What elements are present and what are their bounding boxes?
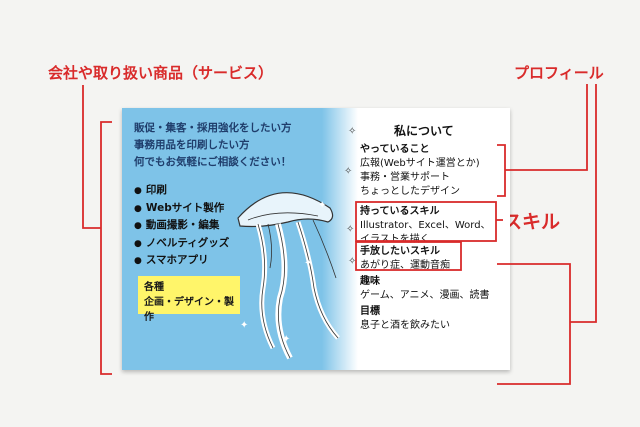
services-annotation-label: 会社や取り扱い商品（サービス） <box>48 64 274 82</box>
profile-leader-line-2 <box>570 84 597 323</box>
yellow-box-line: 企画・デザイン・製作 <box>144 297 234 323</box>
headline-line: 事務用品を印刷したい方 <box>134 139 250 151</box>
list-item: 動画撮影・編集 <box>134 217 229 235</box>
services-list: 印刷 Webサイト製作 動画撮影・編集 ノベルティグッズ スマホアプリ <box>134 182 229 270</box>
star-icon: ✦ <box>318 200 327 211</box>
profile-bottom-bracket-line <box>497 263 571 385</box>
card-headline: 販促・集客・採用強化をしたい方 事務用品を印刷したい方 何でもお気軽にご相談くだ… <box>134 120 340 171</box>
left-bracket-line <box>100 121 112 375</box>
star-icon: ✧ <box>348 126 357 137</box>
list-item: ノベルティグッズ <box>134 235 229 253</box>
release-heading: 手放したいスキル <box>360 246 440 257</box>
goal-heading: 目標 <box>360 306 380 317</box>
list-item: スマホアプリ <box>134 252 229 270</box>
list-item: Webサイト製作 <box>134 200 229 218</box>
skills-heading: 持っているスキル <box>360 206 440 217</box>
left-leader-line <box>82 85 101 229</box>
jigyaku-highlight-box <box>355 241 462 271</box>
skill-annotation-label: スキル <box>503 211 561 233</box>
doing-line: 事務・営業サポート <box>360 172 450 183</box>
doing-line: ちょっとしたデザイン <box>360 186 460 197</box>
profile-title: 私について <box>394 124 454 138</box>
business-card: 販促・集客・採用強化をしたい方 事務用品を印刷したい方 何でもお気軽にご相談くだ… <box>122 108 510 370</box>
star-icon: ✧ <box>346 224 355 235</box>
hobby-heading: 趣味 <box>360 276 380 287</box>
star-icon: ✦ <box>304 258 313 269</box>
yellow-highlight-box: 各種 企画・デザイン・製作 <box>138 276 240 323</box>
star-icon: ✧ <box>348 256 357 267</box>
star-icon: ✦ <box>240 320 249 331</box>
list-item: 印刷 <box>134 182 229 200</box>
skills-line: Illustrator、Excel、Word、 <box>360 220 491 231</box>
profile-annotation-label: プロフィール <box>514 64 604 82</box>
profile-top-bracket-line <box>497 144 506 197</box>
goal-line: 息子と酒を飲みたい <box>360 320 450 331</box>
star-icon: ✧ <box>344 166 353 177</box>
skill-highlight-box <box>355 201 497 242</box>
star-icon: ✦ <box>282 334 291 345</box>
skills-line: イラストを描く <box>360 234 430 245</box>
doing-line: 広報(Webサイト運営とか) <box>360 158 480 169</box>
profile-leader-line <box>505 84 588 171</box>
yellow-box-line: 各種 <box>144 282 164 293</box>
headline-line: 販促・集客・採用強化をしたい方 <box>134 122 292 134</box>
hobby-line: ゲーム、アニメ、漫画、読書 <box>360 290 490 301</box>
doing-heading: やっていること <box>360 144 430 155</box>
jellyfish-illustration <box>237 192 340 360</box>
release-line: あがり症、運動音痴 <box>360 260 450 271</box>
headline-line: 何でもお気軽にご相談ください！ <box>134 156 292 168</box>
